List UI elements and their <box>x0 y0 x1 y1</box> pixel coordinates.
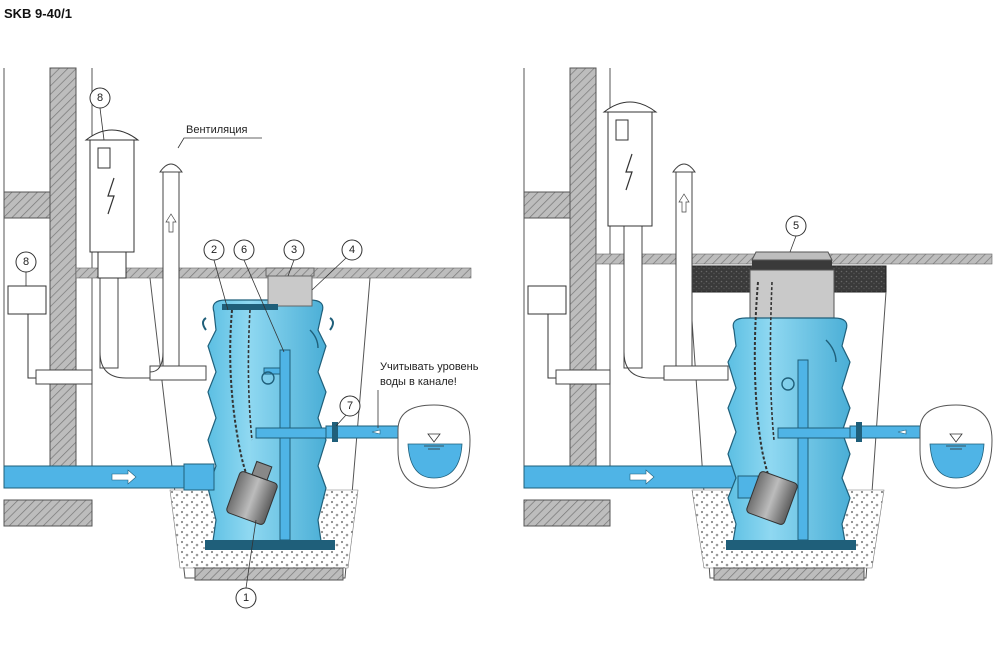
discharge-channel <box>397 404 471 489</box>
ventilation-label: Вентиляция <box>186 124 248 136</box>
svg-text:7: 7 <box>347 400 353 412</box>
callout-1: 1 <box>235 519 257 609</box>
svg-text:2: 2 <box>211 244 217 256</box>
right-scene: 5 <box>523 67 993 581</box>
svg-text:1: 1 <box>243 592 249 604</box>
concrete-base <box>194 567 344 581</box>
ventilation-pipe <box>149 163 207 381</box>
callout-2: 2 <box>203 239 229 311</box>
alarm-box <box>7 285 93 385</box>
callout-5: 5 <box>785 215 807 253</box>
callout-8-control: 8 <box>89 87 111 141</box>
svg-text:3: 3 <box>291 244 297 256</box>
left-scene: Вентиляция Учитывать уровень воды в кана… <box>3 67 479 609</box>
building-wall <box>49 67 77 474</box>
svg-text:4: 4 <box>349 244 355 256</box>
submersible-pump <box>226 460 278 525</box>
floor-slab-upper <box>3 191 51 219</box>
svg-text:8: 8 <box>23 256 29 268</box>
floor-slab-lower <box>3 499 93 527</box>
control-box <box>84 129 140 279</box>
shaft-extension <box>267 275 313 307</box>
water-level-note-line2: воды в канале! <box>380 376 457 388</box>
diagram-title: SKB 9-40/1 <box>4 6 72 21</box>
svg-text:5: 5 <box>793 220 799 232</box>
manhole-cover-assembly <box>749 251 835 319</box>
callout-8-alarm: 8 <box>15 251 37 286</box>
inlet-pipe <box>3 465 215 489</box>
callout-4: 4 <box>311 239 363 291</box>
svg-text:6: 6 <box>241 244 247 256</box>
callout-3: 3 <box>283 239 305 277</box>
water-level-note-line1: Учитывать уровень <box>380 361 479 373</box>
callout-6: 6 <box>233 239 285 353</box>
svg-text:8: 8 <box>97 92 103 104</box>
callout-7: 7 <box>335 395 361 427</box>
